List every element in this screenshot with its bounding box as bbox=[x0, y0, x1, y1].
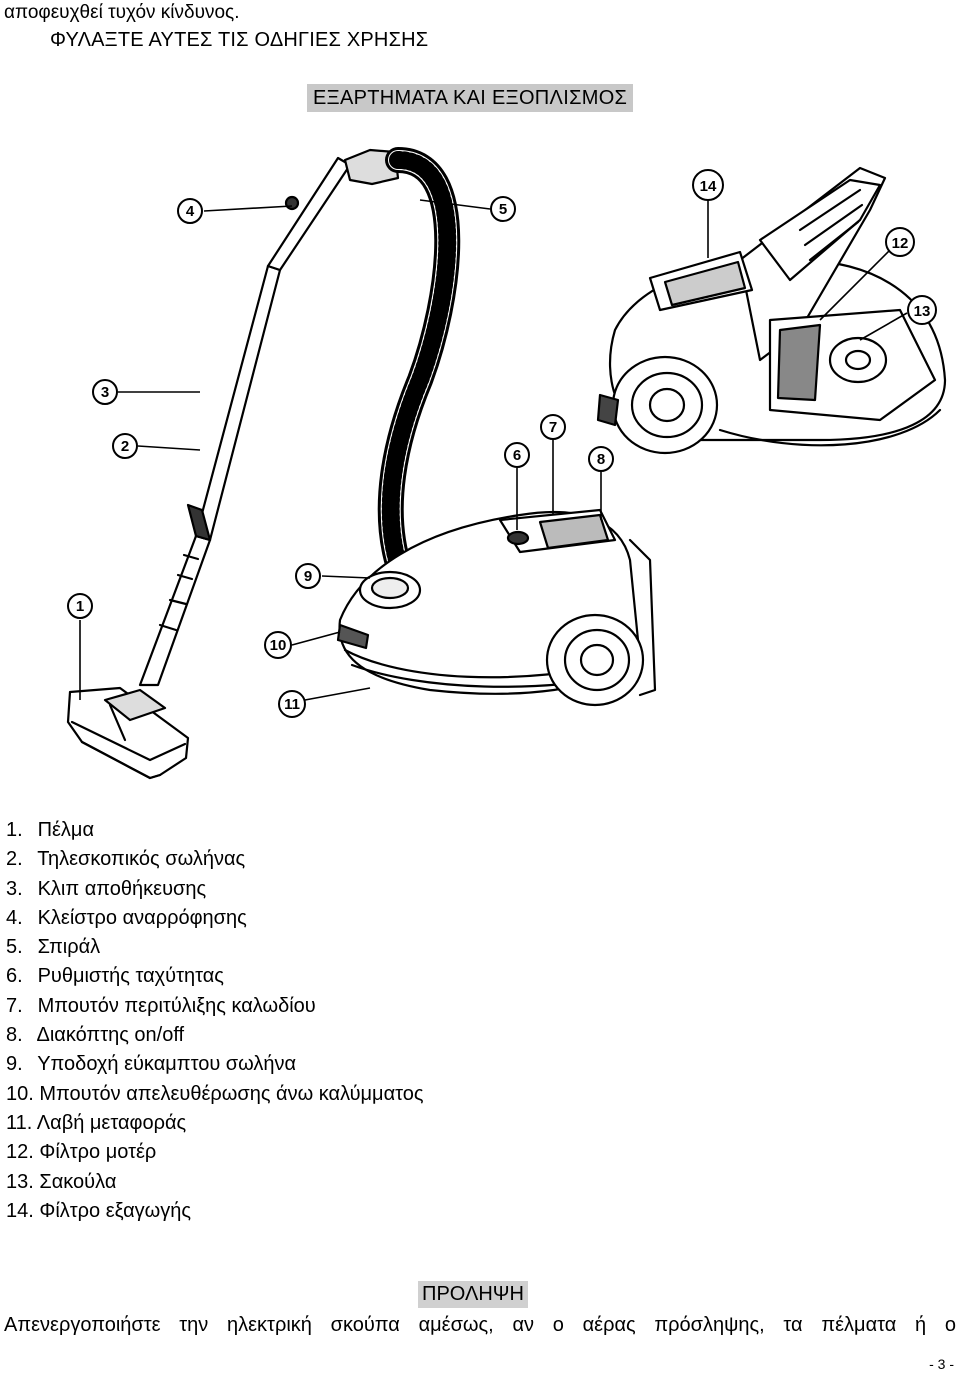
callout-4: 4 bbox=[177, 198, 203, 224]
parts-list: 1. Πέλμα 2. Τηλεσκοπικός σωλήνας 3. Κλιπ… bbox=[6, 816, 424, 1226]
floor-nozzle-drawing bbox=[66, 686, 190, 780]
list-item: 10. Μπουτόν απελευθέρωσης άνω καλύμματος bbox=[6, 1082, 424, 1105]
callout-7: 7 bbox=[540, 414, 566, 440]
vacuum-body-open-drawing bbox=[596, 166, 947, 455]
callout-label-3: 3 bbox=[101, 384, 109, 401]
callout-6: 6 bbox=[504, 442, 530, 468]
callout-label-11: 11 bbox=[284, 696, 300, 713]
callout-3: 3 bbox=[92, 379, 118, 405]
list-item: 1. Πέλμα bbox=[6, 819, 95, 841]
callout-label-1: 1 bbox=[76, 598, 84, 615]
callout-label-5: 5 bbox=[499, 201, 507, 218]
vacuum-diagram: 4 5 3 2 1 6 7 8 9 10 11 12 13 14 bbox=[66, 147, 947, 780]
callout-11: 11 bbox=[278, 690, 306, 718]
list-item: 12. Φίλτρο μοτέρ bbox=[6, 1141, 157, 1164]
callout-14: 14 bbox=[692, 169, 724, 201]
list-item: 8. Διακόπτης on/off bbox=[6, 1024, 185, 1047]
callout-label-9: 9 bbox=[304, 568, 312, 585]
callout-label-7: 7 bbox=[549, 419, 557, 436]
callout-9: 9 bbox=[295, 563, 321, 589]
list-item: 2. Τηλεσκοπικός σωλήνας bbox=[6, 848, 246, 871]
intro-text-fragment: αποφευχθεί τυχόν κίνδυνος. bbox=[4, 2, 240, 23]
callout-label-13: 13 bbox=[914, 303, 931, 320]
caution-paragraph: Απενεργοποιήστε την ηλεκτρική σκούπα αμέ… bbox=[4, 1314, 956, 1336]
callout-label-4: 4 bbox=[186, 203, 195, 220]
callout-label-10: 10 bbox=[270, 637, 287, 654]
callout-1: 1 bbox=[67, 593, 93, 619]
keep-instructions-heading: ΦΥΛΑΞΤΕ ΑΥΤΕΣ ΤΙΣ ΟΔΗΓΙΕΣ ΧΡΗΣΗΣ bbox=[50, 29, 429, 51]
callout-label-14: 14 bbox=[700, 178, 717, 195]
callout-12: 12 bbox=[885, 227, 915, 257]
callout-label-12: 12 bbox=[892, 235, 909, 252]
list-item: 4. Κλείστρο αναρρόφησης bbox=[6, 906, 247, 929]
callout-label-8: 8 bbox=[597, 451, 605, 468]
callout-label-2: 2 bbox=[121, 438, 129, 455]
list-item: 11. Λαβή μεταφοράς bbox=[6, 1111, 187, 1134]
page-number: - 3 - bbox=[929, 1356, 954, 1372]
callout-labels: 4 5 3 2 1 6 7 8 9 10 11 12 13 14 bbox=[67, 169, 937, 718]
callout-2: 2 bbox=[112, 433, 138, 459]
vacuum-body-front-drawing bbox=[336, 508, 657, 707]
list-item: 3. Κλιπ αποθήκευσης bbox=[6, 877, 207, 900]
callout-10: 10 bbox=[264, 631, 292, 659]
list-item: 9. Υποδοχή εύκαμπτου σωλήνα bbox=[6, 1053, 297, 1076]
list-item: 6. Ρυθμιστής ταχύτητας bbox=[6, 965, 224, 988]
list-item: 7. Μπουτόν περιτύλιξης καλωδίου bbox=[6, 994, 316, 1017]
callout-13: 13 bbox=[907, 295, 937, 325]
callout-5: 5 bbox=[490, 196, 516, 222]
list-item: 13. Σακούλα bbox=[6, 1170, 117, 1193]
section-heading-parts: ΕΞΑΡΤΗΜΑΤΑ ΚΑΙ ΕΞΟΠΛΙΣΜΟΣ bbox=[307, 84, 634, 112]
caution-heading: ΠΡΟΛΗΨΗ bbox=[418, 1281, 528, 1308]
telescopic-tube-drawing bbox=[138, 156, 352, 687]
list-item: 14. Φίλτρο εξαγωγής bbox=[6, 1199, 192, 1222]
callout-label-6: 6 bbox=[513, 447, 521, 464]
hose-drawing bbox=[343, 147, 461, 583]
list-item: 5. Σπιράλ bbox=[6, 936, 101, 959]
callout-8: 8 bbox=[588, 446, 614, 472]
